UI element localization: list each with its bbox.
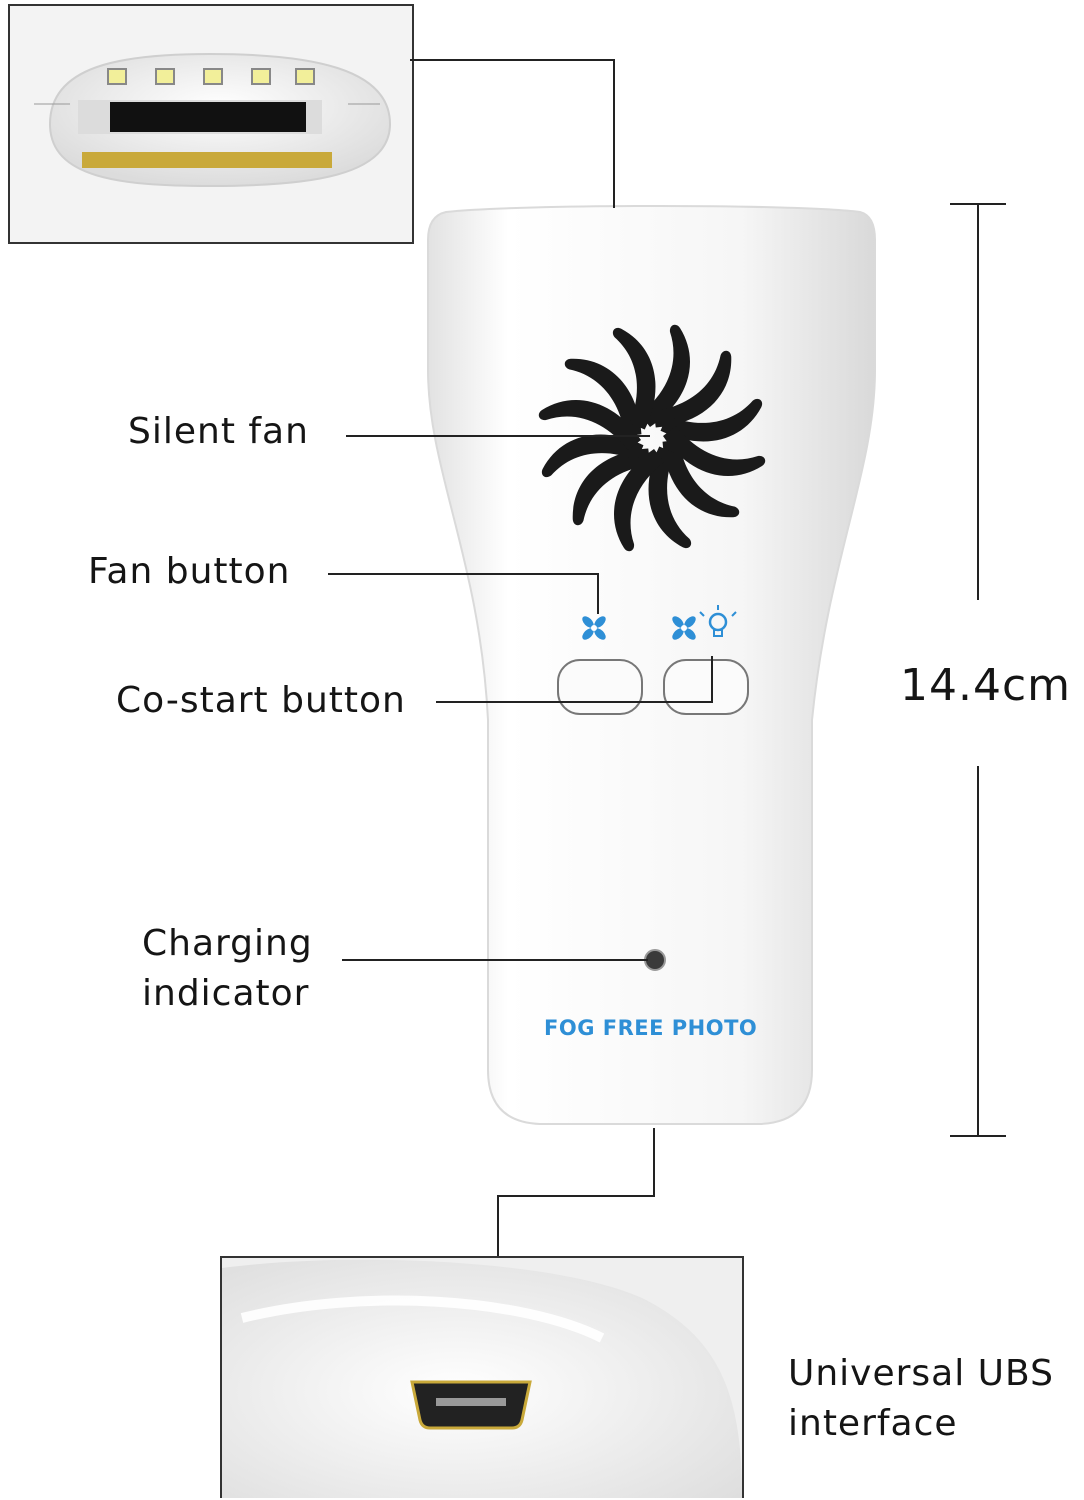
co-start-button[interactable]: [663, 659, 749, 715]
micro-usb-port: [410, 1380, 532, 1430]
fan-icon: [672, 616, 696, 640]
usb-interface-label-line1: Universal UBS: [788, 1353, 1054, 1394]
usb-port-closeup-image: [222, 1258, 742, 1498]
usb-port-closeup-inset: [220, 1256, 744, 1498]
led-closeup-image: [10, 6, 412, 242]
silent-fan-label: Silent fan: [128, 411, 309, 452]
height-dimension-marker: [950, 203, 1006, 1137]
fan-icon: [582, 616, 606, 640]
height-measurement: 14.4cm: [900, 660, 1072, 711]
connector-lines: [328, 59, 713, 1256]
charging-indicator-label-line1: Charging: [142, 923, 313, 964]
led-closeup-inset: [8, 4, 414, 244]
silent-fan-vents: [534, 320, 770, 556]
brand-text: FOG FREE PHOTO: [544, 1016, 758, 1040]
lightbulb-icon: [699, 605, 737, 637]
co-start-button-label: Co-start button: [116, 680, 406, 721]
charging-indicator-label-line2: indicator: [142, 973, 310, 1014]
fan-button[interactable]: [557, 659, 643, 715]
device-body: [427, 205, 876, 1125]
led-lights: [107, 68, 315, 85]
fan-button-label: Fan button: [88, 551, 291, 592]
usb-interface-label-line2: interface: [788, 1403, 958, 1444]
